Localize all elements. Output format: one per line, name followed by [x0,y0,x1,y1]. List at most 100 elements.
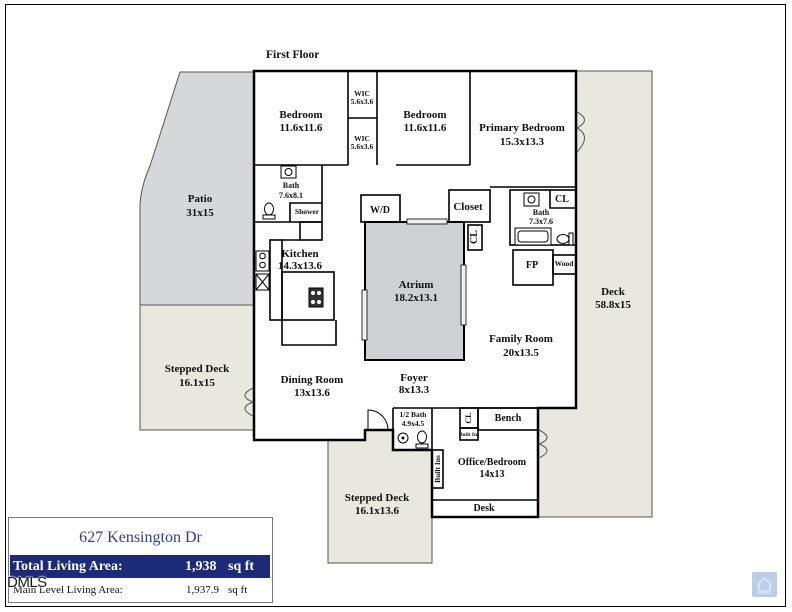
page-frame [5,4,786,607]
atrium-window-top [406,218,448,225]
room-label-office-closet: CL [464,412,473,424]
cooktop-icon [308,287,324,308]
interior-walls [254,71,577,501]
room-label-bedroom-1: Bedroom 11.6x11.6 [279,109,322,135]
room-label-stepped-deck-bottom: Stepped Deck 16.1x13.6 [345,492,409,518]
pantry-box [299,221,323,241]
room-name: Bedroom [279,109,323,121]
room-size: 31x15 [186,207,214,219]
room-name: Stepped Deck [164,363,230,375]
room-label-kitchen: Kitchen 14.3x13.6 [278,248,322,272]
room-name: WIC [354,134,370,143]
stepped-deck-bottom-area [327,429,433,564]
stepped-deck-left-area [139,304,255,431]
home-logo-icon [752,572,777,597]
room-name: Patio [187,193,213,205]
room-label-bath-2-closet: CL [555,194,569,205]
room-label-foyer: Foyer 8x13.3 [399,372,429,396]
room-label-atrium: Atrium 18.2x13.1 [394,279,438,305]
room-name: Dining Room [280,374,344,386]
room-label-patio: Patio 31x15 [186,192,214,220]
room-label-desk: Desk [473,503,495,514]
room-size: 7.6x8.1 [279,191,303,200]
room-label-bench: Bench [494,413,522,424]
room-size: 8x13.3 [398,384,430,396]
room-name: Primary Bedroom [479,122,565,134]
stepped-deck-left-stair-icon [244,387,255,417]
room-size: 14.3x13.6 [278,260,322,272]
property-address: 627 Kensington Dr [79,529,202,546]
shower-walls [289,202,322,222]
bathtub-icon [514,227,552,246]
room-label-bath-2: Bath 7.3x7.6 [529,208,553,226]
room-name: Stepped Deck [344,492,410,504]
room-label-wic-upper: WIC 5.6x3.6 [351,90,374,106]
room-label-laundry: W/D [370,205,390,216]
stove-icon [255,250,270,272]
atrium-window-left [361,289,368,341]
room-size: 20x13.5 [503,347,539,359]
atrium-area [364,221,465,361]
room-label-wood-storage: Wood [554,259,574,268]
room-label-office: Office/Bedroom 14x13 [458,457,526,481]
half-bath-sink-icon [397,432,409,444]
room-size: 15.3x13.3 [499,136,544,148]
kitchen-lower-counter [281,320,337,346]
room-size: 16.1x15 [179,377,215,389]
room-size: 7.3x7.6 [529,217,553,226]
room-size: 13x13.6 [294,387,330,399]
property-info-box: 627 Kensington Dr Total Living Area: 1,9… [8,517,273,603]
room-size: 14x13 [479,469,505,480]
kitchen-island [281,271,335,321]
room-label-closet: Closet [453,201,483,213]
total-living-area-unit: sq ft [228,559,255,574]
main-level-area-row: Main Level Living Area: 1,937.9 sq ft [10,580,270,600]
room-size: 11.6x11.6 [279,122,323,134]
room-size: 16.1x13.6 [354,505,399,517]
room-label-primary-bedroom: Primary Bedroom 15.3x13.3 [479,121,565,149]
room-name: Foyer [400,372,428,384]
room-name: Bath [282,181,300,190]
room-name: Kitchen [281,248,319,260]
floor-title: First Floor [266,49,320,61]
room-size: 18.2x13.1 [394,292,438,304]
built-ins-small-box [459,427,479,441]
room-size: 5.6x3.6 [350,97,374,106]
bath-1-sink-icon [280,165,297,179]
patio-area [139,71,255,306]
room-name: Bath [532,208,550,217]
half-bath-toilet-icon [415,430,429,449]
room-label-stepped-deck-left: Stepped Deck 16.1x15 [165,362,229,390]
total-living-area-label: Total Living Area: [13,559,123,574]
bath-1-toilet-icon [262,202,276,220]
total-living-area-bar: Total Living Area: 1,938 sq ft [10,555,270,578]
room-name: 1/2 Bath [399,410,427,419]
wood-storage-box [552,254,577,275]
main-level-area-unit: sq ft [228,584,248,596]
room-name: Deck [601,286,625,298]
room-label-bath-1: Bath 7.6x8.1 [279,181,303,201]
office-deck-stair-icon [537,429,548,459]
mls-watermark: DMLS [7,574,47,591]
room-name: WIC [354,89,370,98]
room-label-half-bath: 1/2 Bath 4.9x4.5 [400,410,427,428]
built-ins-wall-box [431,449,444,489]
room-label-built-ins-small: Built Ins [458,432,480,438]
room-label-dining-room: Dining Room 13x13.6 [281,374,344,400]
main-level-area-label: Main Level Living Area: [13,584,123,596]
entry-door-swing-icon [367,409,389,431]
room-label-family-room: Family Room 20x13.5 [489,332,553,360]
room-label-shower: Shower [294,207,320,216]
refrigerator-icon [255,273,270,291]
room-label-deck: Deck 58.8x15 [595,286,631,312]
hall-closet-walls [467,224,483,251]
room-label-wic-lower: WIC 5.6x3.6 [351,135,374,151]
room-name: Bedroom [403,109,447,121]
bench-box [477,407,539,431]
room-name: Atrium [398,279,434,291]
room-name: Family Room [489,333,553,345]
room-name: Office/Bedroom [457,457,527,468]
bath-2-sink-icon [523,192,540,207]
room-size: 4.9x4.5 [401,419,425,428]
